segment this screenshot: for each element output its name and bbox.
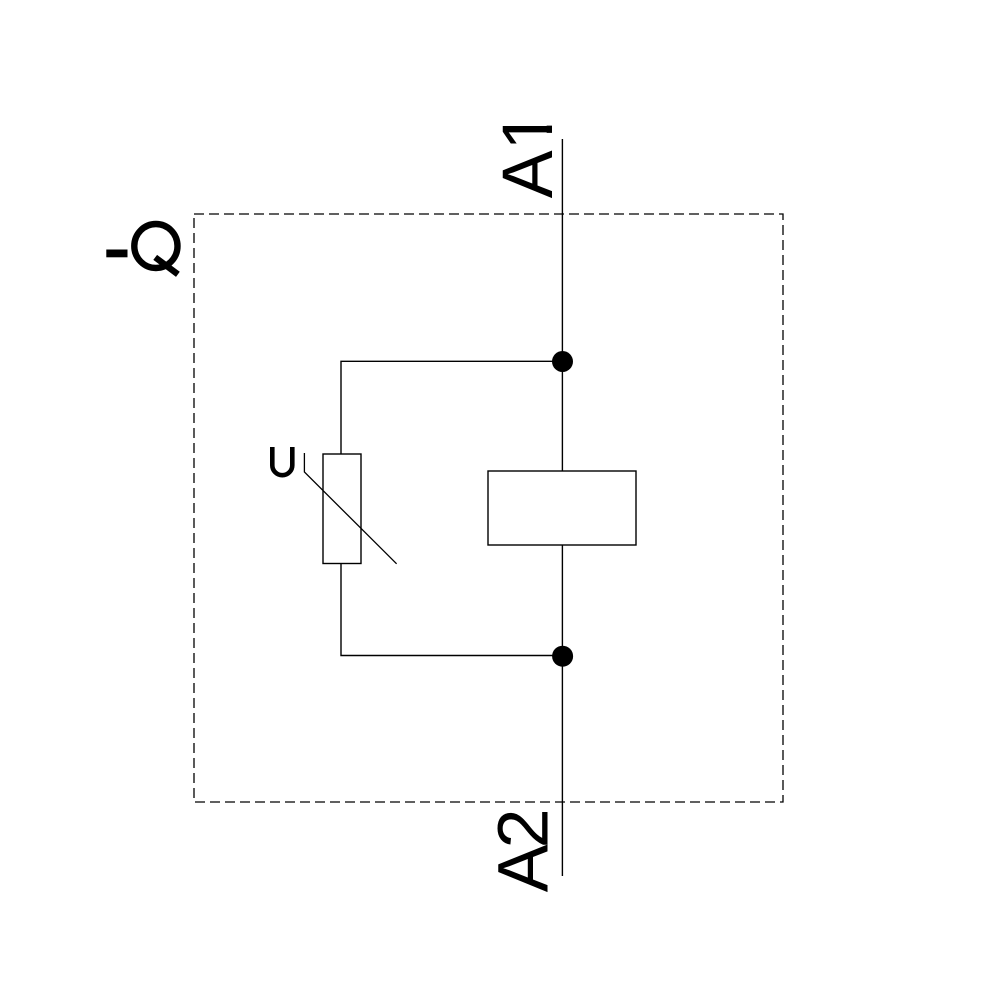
svg-text:A1: A1 [488, 110, 568, 198]
svg-text:A2: A2 [484, 811, 564, 892]
